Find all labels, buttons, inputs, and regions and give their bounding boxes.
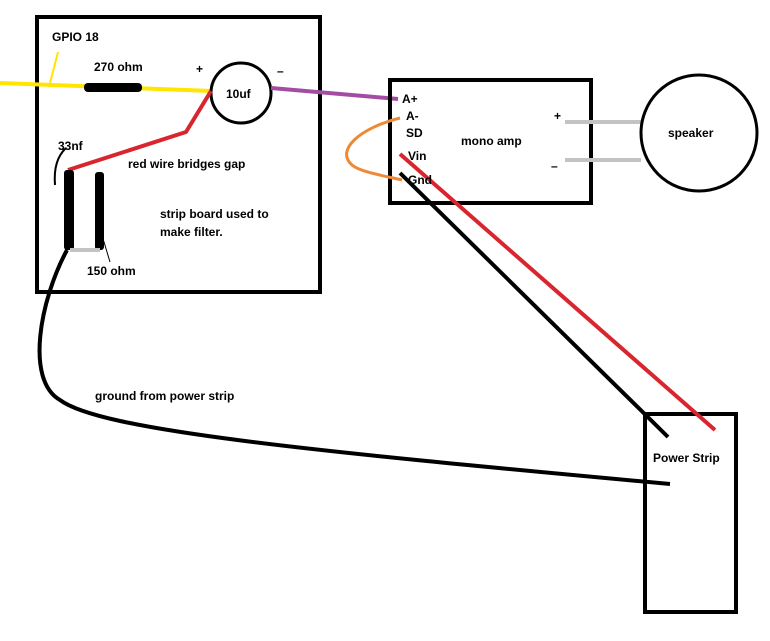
resistor-150-label: 150 ohm — [87, 264, 136, 278]
orange-loop-wire — [345, 116, 403, 182]
amp-title: mono amp — [461, 134, 522, 148]
resistor-150-pointer — [97, 221, 111, 263]
amp-pin-vin: Vin — [408, 149, 426, 163]
vin-red-wire — [398, 152, 717, 432]
red-bridge-wire — [67, 89, 213, 172]
resistor-270-ohm — [84, 83, 142, 92]
amp-pin-sd: SD — [406, 126, 423, 140]
strip-board-box — [35, 15, 322, 294]
red-wire-note: red wire bridges gap — [128, 157, 245, 171]
ground-note: ground from power strip — [95, 389, 234, 403]
capacitor-10uf-label: 10uf — [226, 87, 252, 101]
capacitor-minus-label: – — [277, 64, 284, 78]
amp-out-minus: – — [551, 159, 558, 173]
gpio-pointer-line — [48, 51, 59, 88]
cap-33nf-lead — [53, 147, 67, 186]
cap-33nf-label: 33nf — [58, 139, 84, 153]
ground-wire — [37, 249, 671, 486]
gnd-black-wire — [398, 171, 670, 439]
resistor-150-body-right — [95, 172, 104, 250]
amp-out-plus: + — [554, 109, 561, 123]
cap-33nf-body-left — [64, 170, 74, 250]
capacitor-plus-label: + — [196, 62, 203, 76]
strip-note-line1: strip board used to — [160, 207, 269, 221]
purple-wire — [270, 86, 399, 101]
speaker-circle — [639, 73, 759, 193]
gpio-18-label: GPIO 18 — [52, 30, 99, 44]
amp-pin-aminus: A- — [406, 109, 419, 123]
amp-pin-gnd: Gnd — [408, 173, 432, 187]
speaker-label: speaker — [668, 126, 714, 140]
power-strip-box — [643, 412, 738, 614]
power-strip-label: Power Strip — [653, 451, 720, 465]
resistor-270-label: 270 ohm — [94, 60, 143, 74]
amp-pin-aplus: A+ — [402, 92, 418, 106]
mono-amp-box — [388, 78, 593, 205]
strip-note-line2: make filter. — [160, 225, 223, 239]
